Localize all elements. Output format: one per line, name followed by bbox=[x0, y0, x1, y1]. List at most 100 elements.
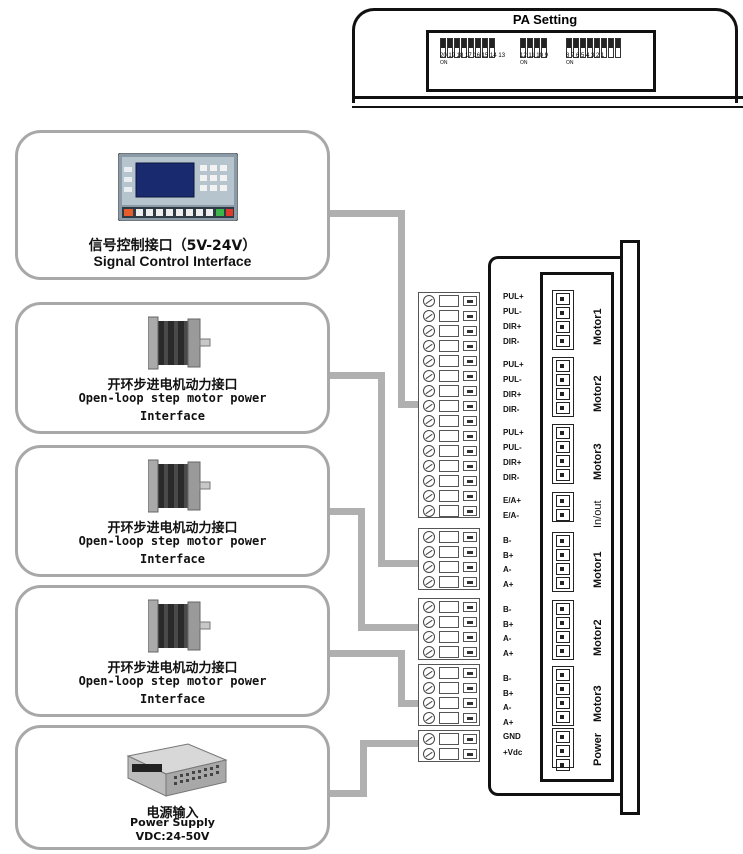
motor2-terminal-block[interactable] bbox=[418, 598, 480, 660]
motor2-wire-h1 bbox=[330, 508, 362, 515]
motor3-panel-en-line2: Interface bbox=[139, 692, 206, 706]
motor2-power-panel: 开环步进电机动力接口 Open-loop step motor power In… bbox=[15, 445, 330, 577]
stepper-motor-icon bbox=[148, 316, 211, 370]
connector-pin bbox=[556, 335, 570, 347]
motor3-power-panel: 开环步进电机动力接口 Open-loop step motor power In… bbox=[15, 585, 330, 717]
motor1-panel-en-line1: Open-loop step motor power bbox=[78, 391, 267, 405]
screw-icon bbox=[423, 370, 435, 382]
terminal-tab bbox=[463, 734, 477, 744]
terminal-row bbox=[419, 615, 479, 629]
screw-icon bbox=[423, 295, 435, 307]
motor3-wire-v bbox=[398, 650, 405, 705]
signal-control-panel: 信号控制接口（5V-24V） Signal Control Interface bbox=[15, 130, 330, 280]
pin-label: DIR- bbox=[503, 405, 520, 414]
group-label-motor2-signal: Motor2 bbox=[592, 375, 604, 412]
connector-signal-motor2 bbox=[552, 357, 574, 417]
terminal-tab bbox=[463, 446, 477, 456]
screw-icon bbox=[423, 576, 435, 588]
dip-switch-group-3[interactable] bbox=[566, 38, 621, 78]
terminal-row bbox=[419, 309, 479, 323]
signal-terminal-block[interactable] bbox=[418, 292, 480, 518]
screw-icon bbox=[423, 667, 435, 679]
signal-panel-cn-label: 信号控制接口（5V-24V） bbox=[88, 238, 257, 254]
motor2-panel-en-line1: Open-loop step motor power bbox=[78, 534, 267, 548]
connector-pin bbox=[556, 577, 570, 589]
wire-slot bbox=[439, 733, 459, 745]
terminal-row bbox=[419, 399, 479, 413]
terminal-row bbox=[419, 630, 479, 644]
dip-switch-group-1[interactable] bbox=[440, 38, 495, 78]
wire-slot bbox=[439, 616, 459, 628]
pin-label: DIR- bbox=[503, 337, 520, 346]
terminal-tab bbox=[463, 431, 477, 441]
motor1-panel-en-line2: Interface bbox=[139, 409, 206, 423]
screw-icon bbox=[423, 460, 435, 472]
connector-pin bbox=[556, 697, 570, 709]
pin-label: PUL- bbox=[503, 443, 522, 452]
wire-slot bbox=[439, 475, 459, 487]
screw-icon bbox=[423, 561, 435, 573]
wire-slot bbox=[439, 748, 459, 760]
dip-numbers-2: 12 11 10 9 bbox=[520, 53, 548, 59]
pin-label: A+ bbox=[503, 648, 514, 658]
pin-label: E/A- bbox=[503, 511, 519, 520]
group-label-motor1-signal: Motor1 bbox=[592, 308, 604, 345]
connector-motor1-power bbox=[552, 532, 574, 592]
connector-pin bbox=[556, 535, 570, 547]
terminal-tab bbox=[463, 476, 477, 486]
pa-base-line bbox=[352, 106, 743, 108]
terminal-row bbox=[419, 645, 479, 659]
wire-slot bbox=[439, 631, 459, 643]
motor2-wire-h2 bbox=[358, 624, 420, 631]
connector-pin bbox=[556, 669, 570, 681]
power-terminal-block[interactable] bbox=[418, 730, 480, 762]
motor1-wire-h1 bbox=[330, 372, 380, 379]
pin-label: A- bbox=[503, 634, 512, 643]
motor1-terminal-block[interactable] bbox=[418, 528, 480, 590]
connector-pin bbox=[556, 495, 570, 507]
terminal-row bbox=[419, 339, 479, 353]
terminal-tab bbox=[463, 461, 477, 471]
terminal-row bbox=[419, 681, 479, 695]
connector-pin bbox=[556, 617, 570, 629]
pin-label: B- bbox=[503, 536, 512, 545]
wire-slot bbox=[439, 601, 459, 613]
pin-label: DIR+ bbox=[503, 390, 522, 399]
motor2-panel-en-line2: Interface bbox=[139, 552, 206, 566]
connector-pin bbox=[556, 469, 570, 481]
connector-pin bbox=[556, 441, 570, 453]
pin-label: DIR+ bbox=[503, 322, 522, 331]
screw-icon bbox=[423, 430, 435, 442]
terminal-tab bbox=[463, 577, 477, 587]
controller-device-icon bbox=[118, 153, 238, 221]
terminal-row bbox=[419, 747, 479, 761]
screw-icon bbox=[423, 355, 435, 367]
screw-icon bbox=[423, 415, 435, 427]
motor3-terminal-block[interactable] bbox=[418, 664, 480, 726]
motor3-wire-h1 bbox=[330, 650, 405, 657]
screw-icon bbox=[423, 697, 435, 709]
group-label-power: Power bbox=[592, 732, 604, 766]
wire-slot bbox=[439, 490, 459, 502]
dip-switch-group-2[interactable] bbox=[520, 38, 547, 78]
terminal-row bbox=[419, 414, 479, 428]
screw-icon bbox=[423, 325, 435, 337]
stepper-motor-icon bbox=[148, 599, 211, 653]
connector-pin bbox=[556, 293, 570, 305]
pin-label: B+ bbox=[503, 619, 514, 629]
motor2-wire-v bbox=[358, 508, 365, 630]
motor2-panel-cn-label: 开环步进电机动力接口 bbox=[107, 521, 238, 536]
wire-slot bbox=[439, 561, 459, 573]
power-panel-en-line2: VDC:24-50V bbox=[135, 830, 210, 843]
pin-label: A- bbox=[503, 565, 512, 574]
group-label-motor3-power: Motor3 bbox=[592, 685, 604, 722]
screw-icon bbox=[423, 646, 435, 658]
screw-icon bbox=[423, 490, 435, 502]
wire-slot bbox=[439, 667, 459, 679]
terminal-tab bbox=[463, 341, 477, 351]
terminal-row bbox=[419, 489, 479, 503]
power-supply-icon bbox=[126, 743, 228, 797]
terminal-tab bbox=[463, 683, 477, 693]
connector-pin bbox=[556, 759, 570, 771]
pin-label: A- bbox=[503, 703, 512, 712]
